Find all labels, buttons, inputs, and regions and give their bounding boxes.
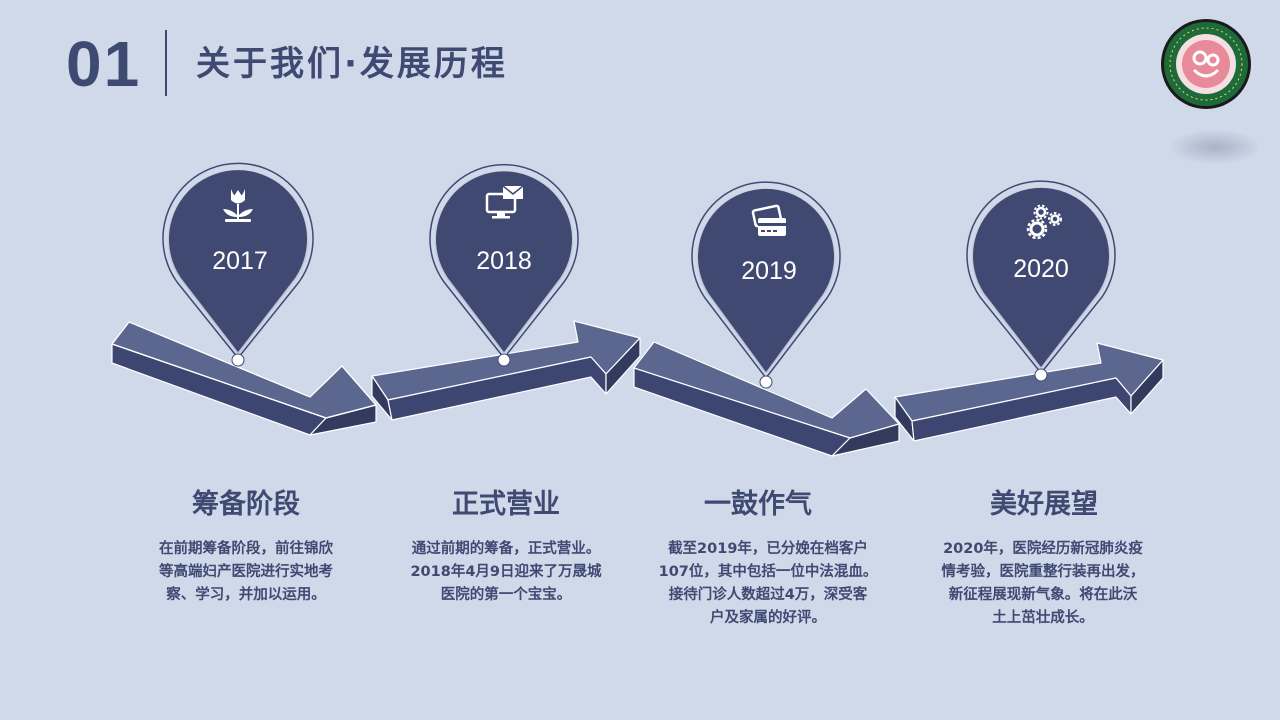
header-divider [165, 30, 167, 96]
stage-desc-2: 通过前期的筹备，正式营业。 2018年4月9日迎来了万晟城 医院的第一个宝宝。 [410, 541, 602, 603]
milestone-year-2018: 2018 [476, 247, 532, 275]
stage-desc-4: 2020年，医院经历新冠肺炎疫 情考验，医院重整行装再出发， 新征程展现新气象。… [941, 541, 1145, 626]
milestone-pin-2020: 2020 [966, 180, 1116, 382]
flower-icon [223, 189, 253, 222]
monitor-mail-icon [485, 185, 524, 219]
page-title: 关于我们·发展历程 [196, 44, 508, 84]
stage-desc-3: 截至2019年，已分娩在档客户 107位，其中包括一位中法混血。 接待门诊人数超… [658, 541, 878, 626]
timeline-arrow-4 [894, 342, 1164, 442]
timeline-arrow-3 [633, 341, 900, 457]
stage-title-1: 筹备阶段 [192, 489, 300, 520]
milestone-pin-2019: 2019 [691, 181, 841, 389]
milestone-pin-2017: 2017 [162, 162, 314, 367]
milestone-year-2019: 2019 [741, 257, 797, 285]
logo-shadow [1170, 130, 1260, 164]
milestone-pin-2018: 2018 [429, 163, 579, 367]
hospital-logo-icon [1160, 18, 1252, 110]
stage-title-2: 正式营业 [452, 489, 560, 520]
stage-desc-1: 在前期筹备阶段，前往锦欣 等高端妇产医院进行实地考 察、学习，并加以运用。 [159, 541, 333, 603]
gears-icon [1026, 204, 1062, 240]
timeline-arrow-1 [111, 321, 377, 436]
credit-card-icon [751, 204, 786, 236]
milestone-year-2020: 2020 [1013, 255, 1069, 283]
milestone-year-2017: 2017 [212, 247, 268, 275]
stage-title-3: 一鼓作气 [704, 489, 812, 520]
section-number: 01 [66, 28, 142, 100]
stage-title-4: 美好展望 [990, 489, 1098, 520]
